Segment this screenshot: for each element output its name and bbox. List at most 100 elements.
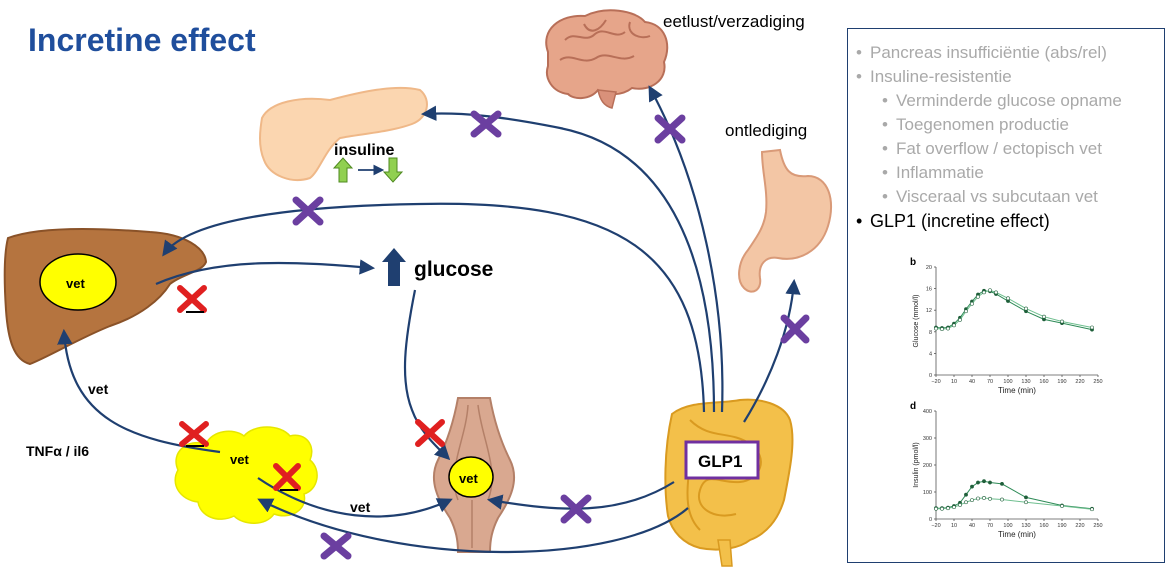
data-point <box>970 301 974 306</box>
series-line <box>935 289 1093 330</box>
muscle-fat-oval <box>448 456 494 498</box>
data-point <box>1090 325 1094 330</box>
x-tick-label: 40 <box>969 523 975 529</box>
data-point <box>1000 497 1004 502</box>
data-point <box>952 323 956 328</box>
bullet-item: • Inflammatie <box>856 161 1122 185</box>
y-tick-label: 0 <box>929 373 932 379</box>
x-axis-label: Time (min) <box>998 386 1036 395</box>
data-point <box>1000 482 1004 486</box>
insuline-label: insuline <box>334 142 395 159</box>
data-point <box>940 506 944 511</box>
fat-to-muscle-arrow <box>257 477 453 518</box>
muscle-fat-label: vet <box>459 471 478 486</box>
bullet-item: • Insuline-resistentie <box>856 65 1122 89</box>
data-point <box>982 496 986 500</box>
y-tick-label: 4 <box>929 351 932 357</box>
side-panel: •Pancreas insufficiëntie (abs/rel) •Insu… <box>847 28 1165 563</box>
data-point <box>1006 296 1010 301</box>
data-point <box>982 290 986 295</box>
bullet-text: GLP1 (incretine effect) <box>870 211 1050 231</box>
bullet-text: Inflammatie <box>896 163 984 182</box>
data-point <box>958 318 962 322</box>
fat-label: vet <box>230 452 249 467</box>
block-cross-icon <box>179 421 209 447</box>
bullet-text: Verminderde glucose opname <box>896 91 1122 110</box>
y-tick-label: 200 <box>923 463 932 469</box>
liver-to-glucose-arrow <box>155 259 376 286</box>
y-tick-label: 16 <box>926 287 932 293</box>
x-tick-label: 250 <box>1093 379 1102 385</box>
bullet-text: Toegenomen productie <box>896 115 1069 134</box>
data-point <box>958 503 962 507</box>
bullet-text: Insuline-resistentie <box>870 67 1012 86</box>
x-tick-label: 160 <box>1039 523 1048 529</box>
x-tick-label: 100 <box>1003 523 1012 529</box>
inhibit-cross-icon <box>320 532 352 560</box>
data-point <box>1024 500 1028 505</box>
bullet-item: •Toegenomen productie <box>856 113 1122 137</box>
liver-fat-label: vet <box>66 276 85 291</box>
data-point <box>1042 314 1046 319</box>
x-tick-label: 70 <box>987 523 993 529</box>
glucose-label: glucose <box>414 258 493 281</box>
stomach-icon <box>738 148 833 293</box>
bullet-icon: • <box>882 91 888 110</box>
block-bar-icon <box>186 311 298 491</box>
bullet-icon: • <box>856 67 862 86</box>
x-tick-label: −20 <box>931 379 940 385</box>
data-point <box>1024 306 1028 311</box>
y-tick-label: 400 <box>923 409 932 415</box>
data-point <box>964 500 968 505</box>
x-tick-label: 40 <box>969 379 975 385</box>
x-tick-label: 10 <box>951 379 957 385</box>
y-tick-label: 100 <box>923 490 932 496</box>
y-axis-label: Glucose (mmol/l) <box>913 295 920 348</box>
data-point <box>976 480 980 485</box>
glp1-to-stomach-arrow <box>743 278 801 423</box>
glp1-label: GLP1 <box>698 452 742 471</box>
x-tick-label: 130 <box>1021 523 1030 529</box>
glp1-to-fat-arrow <box>257 498 689 554</box>
bullet-item: •GLP1 (incretine effect) <box>856 209 1122 233</box>
brain-icon <box>545 9 669 109</box>
x-tick-label: 190 <box>1057 379 1066 385</box>
ontlediging-label: ontlediging <box>725 121 807 140</box>
data-point <box>1060 504 1064 508</box>
data-point <box>934 506 938 511</box>
y-tick-label: 20 <box>926 265 932 271</box>
slide-title: Incretine effect <box>28 22 256 58</box>
fat-to-muscle-label: vet <box>350 499 371 515</box>
block-cross-icon <box>415 419 445 447</box>
bullet-list: •Pancreas insufficiëntie (abs/rel) •Insu… <box>856 41 1122 233</box>
x-tick-label: 10 <box>951 523 957 529</box>
y-tick-label: 300 <box>923 436 932 442</box>
glucose-up-icon <box>382 248 406 286</box>
pancreas-icon <box>259 86 428 181</box>
x-tick-label: 70 <box>987 379 993 385</box>
glp1-to-liver-arrow <box>162 202 706 413</box>
series-line <box>935 290 1093 331</box>
x-tick-label: 220 <box>1075 379 1084 385</box>
data-point <box>988 480 992 485</box>
glucose-to-muscle-arrow <box>403 289 451 461</box>
bullet-icon: • <box>882 163 888 182</box>
x-tick-label: −20 <box>931 523 940 529</box>
y-axis-label: Insulin (pmol/l) <box>913 442 920 488</box>
x-tick-label: 190 <box>1057 523 1066 529</box>
bullet-text: Visceraal vs subcutaan vet <box>896 187 1098 206</box>
panel-label: d <box>910 401 916 412</box>
data-point <box>934 326 938 331</box>
tnf-label: TNFα / il6 <box>26 443 89 459</box>
data-point <box>970 484 974 489</box>
y-tick-label: 8 <box>929 330 932 336</box>
data-point <box>988 496 992 501</box>
fat-to-liver-arrow <box>57 328 221 454</box>
panel-label: b <box>910 257 916 268</box>
x-tick-label: 130 <box>1021 379 1030 385</box>
inhibit-cross-icon <box>654 114 686 144</box>
block-cross-icon <box>177 285 207 313</box>
data-point <box>964 492 968 497</box>
y-tick-label: 12 <box>926 308 932 314</box>
